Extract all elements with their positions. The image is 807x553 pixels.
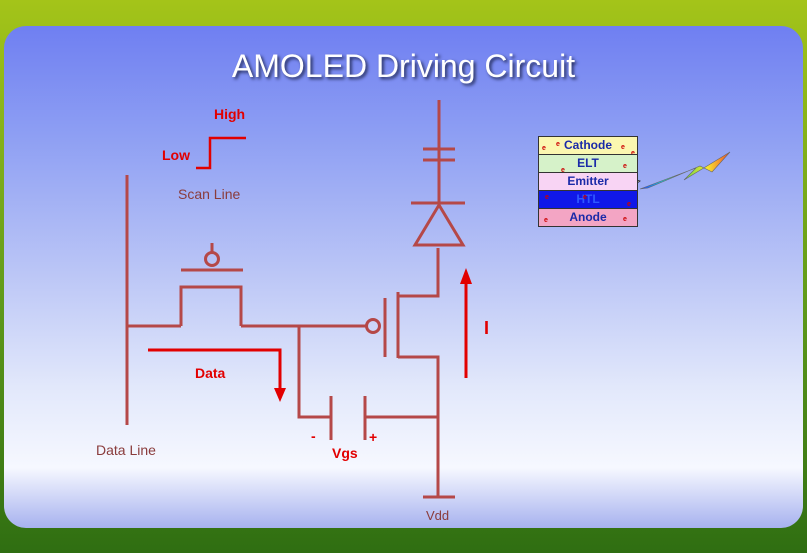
electron-particle: e <box>556 141 560 148</box>
layer-anode: Anode e e <box>538 208 638 227</box>
drain-wire <box>398 248 440 298</box>
data-arrow <box>148 348 286 402</box>
electron-particle: e <box>623 163 627 170</box>
cap-left-wire <box>297 326 331 419</box>
hole-particle: e <box>583 194 587 201</box>
vgs-label: Vgs <box>332 445 358 461</box>
diagram-panel <box>4 26 803 528</box>
layer-htl: HTL e e e <box>538 190 638 208</box>
data-line-label: Data Line <box>96 442 156 458</box>
scan-waveform <box>196 136 246 170</box>
layer-cathode: Cathode e e e e <box>538 136 638 157</box>
switch-transistor-channel <box>179 285 243 326</box>
light-emission-icon <box>639 151 731 190</box>
electron-particle: e <box>561 167 565 174</box>
low-label: Low <box>162 147 190 163</box>
current-arrow <box>460 268 472 378</box>
oled-diode <box>412 202 466 247</box>
page-title: AMOLED Driving Circuit <box>231 48 576 84</box>
layer-label: HTL <box>576 192 600 206</box>
layer-emitter: Emitter <box>538 172 638 190</box>
plus-label: + <box>369 429 377 445</box>
layer-elt: ELT e e <box>538 154 638 174</box>
layer-label: Cathode <box>564 138 612 152</box>
minus-label: - <box>311 428 316 444</box>
layer-label: Anode <box>569 210 607 224</box>
high-label: High <box>214 106 245 122</box>
vdd-label: Vdd <box>426 508 449 523</box>
scan-line-label: Scan Line <box>178 186 240 202</box>
hole-particle: e <box>623 216 627 223</box>
electron-particle: e <box>621 144 625 151</box>
oled-layer-stack: Cathode e e e e ELT e e Emitter HTL e e … <box>538 136 638 227</box>
scan-gate-bubble <box>204 251 220 267</box>
drive-gate-bubble <box>365 318 381 334</box>
layer-label: Emitter <box>567 174 609 188</box>
electron-particle: e <box>542 145 546 152</box>
hole-particle: e <box>627 201 631 208</box>
data-label: Data <box>195 365 226 381</box>
hole-particle: e <box>545 194 549 201</box>
source-wire <box>398 355 440 497</box>
electron-particle: e <box>631 145 635 162</box>
current-label: I <box>484 318 489 338</box>
hole-particle: e <box>544 217 548 224</box>
layer-label: ELT <box>577 156 599 170</box>
